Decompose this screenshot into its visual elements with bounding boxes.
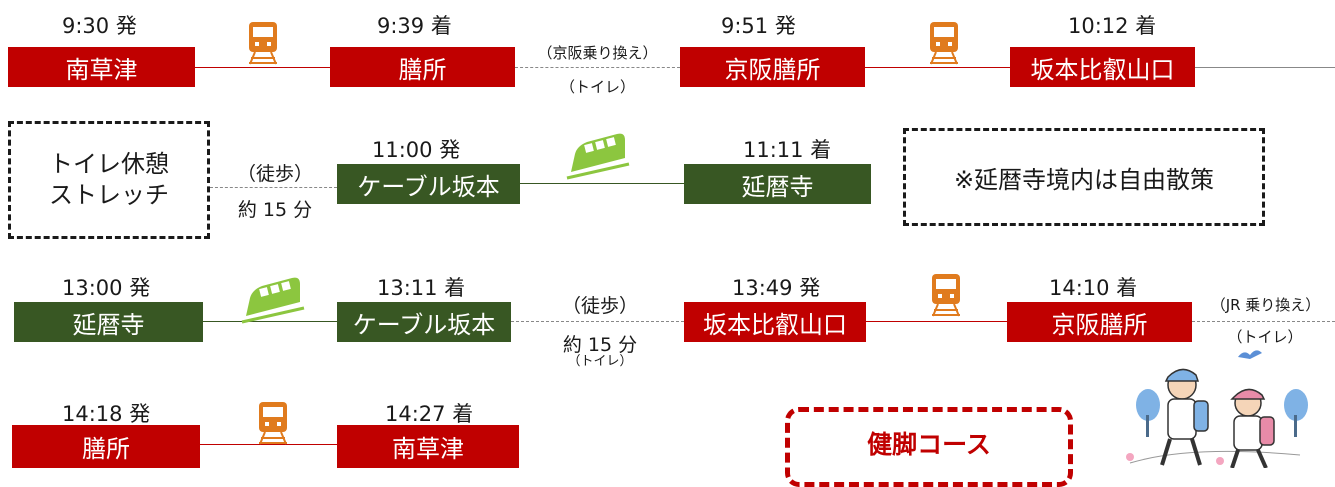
departure-time: 14:18 発 (62, 402, 151, 426)
transfer-note: （京阪乗り換え） (537, 44, 658, 62)
connector-line (203, 321, 337, 322)
arrival-time: 14:27 着 (385, 402, 474, 426)
toilet-note: （トイレ） (567, 354, 633, 369)
toilet-note: （トイレ） (559, 78, 635, 96)
cable-car-icon (241, 277, 305, 324)
departure-time: 13:49 発 (732, 276, 821, 300)
connector-line (865, 67, 1010, 68)
course-label: 健脚コース (867, 430, 991, 459)
departure-time: 9:30 発 (62, 14, 137, 38)
connector-line (1195, 67, 1335, 68)
departure-time: 11:00 発 (372, 138, 461, 162)
walk-note: （徒歩） (561, 295, 638, 317)
walk-connector-line (511, 321, 684, 322)
cable-car-icon (566, 133, 630, 180)
toilet-note: （トイレ） (1227, 328, 1303, 346)
walk-time: 約 15 分 (562, 334, 638, 356)
free-walk-box: ※延暦寺境内は自由散策 (903, 128, 1265, 226)
rest-box: トイレ休憩 ストレッチ (8, 121, 210, 239)
transfer-connector-line (515, 67, 680, 68)
departure-time: 13:00 発 (62, 276, 151, 300)
arrival-time: 11:11 着 (743, 138, 832, 162)
hikers-illustration (1126, 350, 1308, 468)
walk-time: 約 15 分 (237, 199, 313, 221)
station-box: 南草津 (337, 425, 519, 468)
train-icon (249, 22, 277, 65)
connector-line (200, 444, 337, 445)
station-box: ケーブル坂本 (337, 302, 511, 342)
station-box: 膳所 (330, 47, 515, 87)
train-icon (259, 402, 287, 445)
station-box: 延暦寺 (14, 302, 203, 342)
arrival-time: 9:39 着 (377, 14, 452, 38)
station-box: ケーブル坂本 (337, 164, 520, 204)
walk-note: （徒歩） (236, 163, 313, 185)
rest-label: トイレ休憩 (49, 149, 169, 178)
stretch-label: ストレッチ (49, 181, 169, 209)
station-box: 京阪膳所 (680, 47, 865, 87)
arrival-time: 14:10 着 (1049, 276, 1138, 300)
departure-time: 9:51 発 (721, 14, 796, 38)
train-icon (930, 22, 958, 65)
connector-line (866, 321, 1007, 322)
arrival-time: 10:12 着 (1068, 14, 1157, 38)
free-walk-note: ※延暦寺境内は自由散策 (953, 165, 1215, 194)
train-icon (932, 274, 960, 317)
connector-line (520, 183, 684, 184)
connector-line (195, 67, 330, 68)
arrival-time: 13:11 着 (377, 276, 466, 300)
station-box: 坂本比叡山口 (684, 302, 866, 342)
station-box: 膳所 (12, 425, 200, 468)
station-box: 南草津 (8, 47, 195, 87)
walk-connector-line (210, 187, 337, 188)
station-box: 坂本比叡山口 (1010, 47, 1195, 87)
transfer-connector-line (1192, 321, 1335, 322)
station-box: 京阪膳所 (1007, 302, 1192, 342)
station-box: 延暦寺 (684, 164, 871, 204)
transfer-note: （JR 乗り換え） (1210, 296, 1321, 314)
